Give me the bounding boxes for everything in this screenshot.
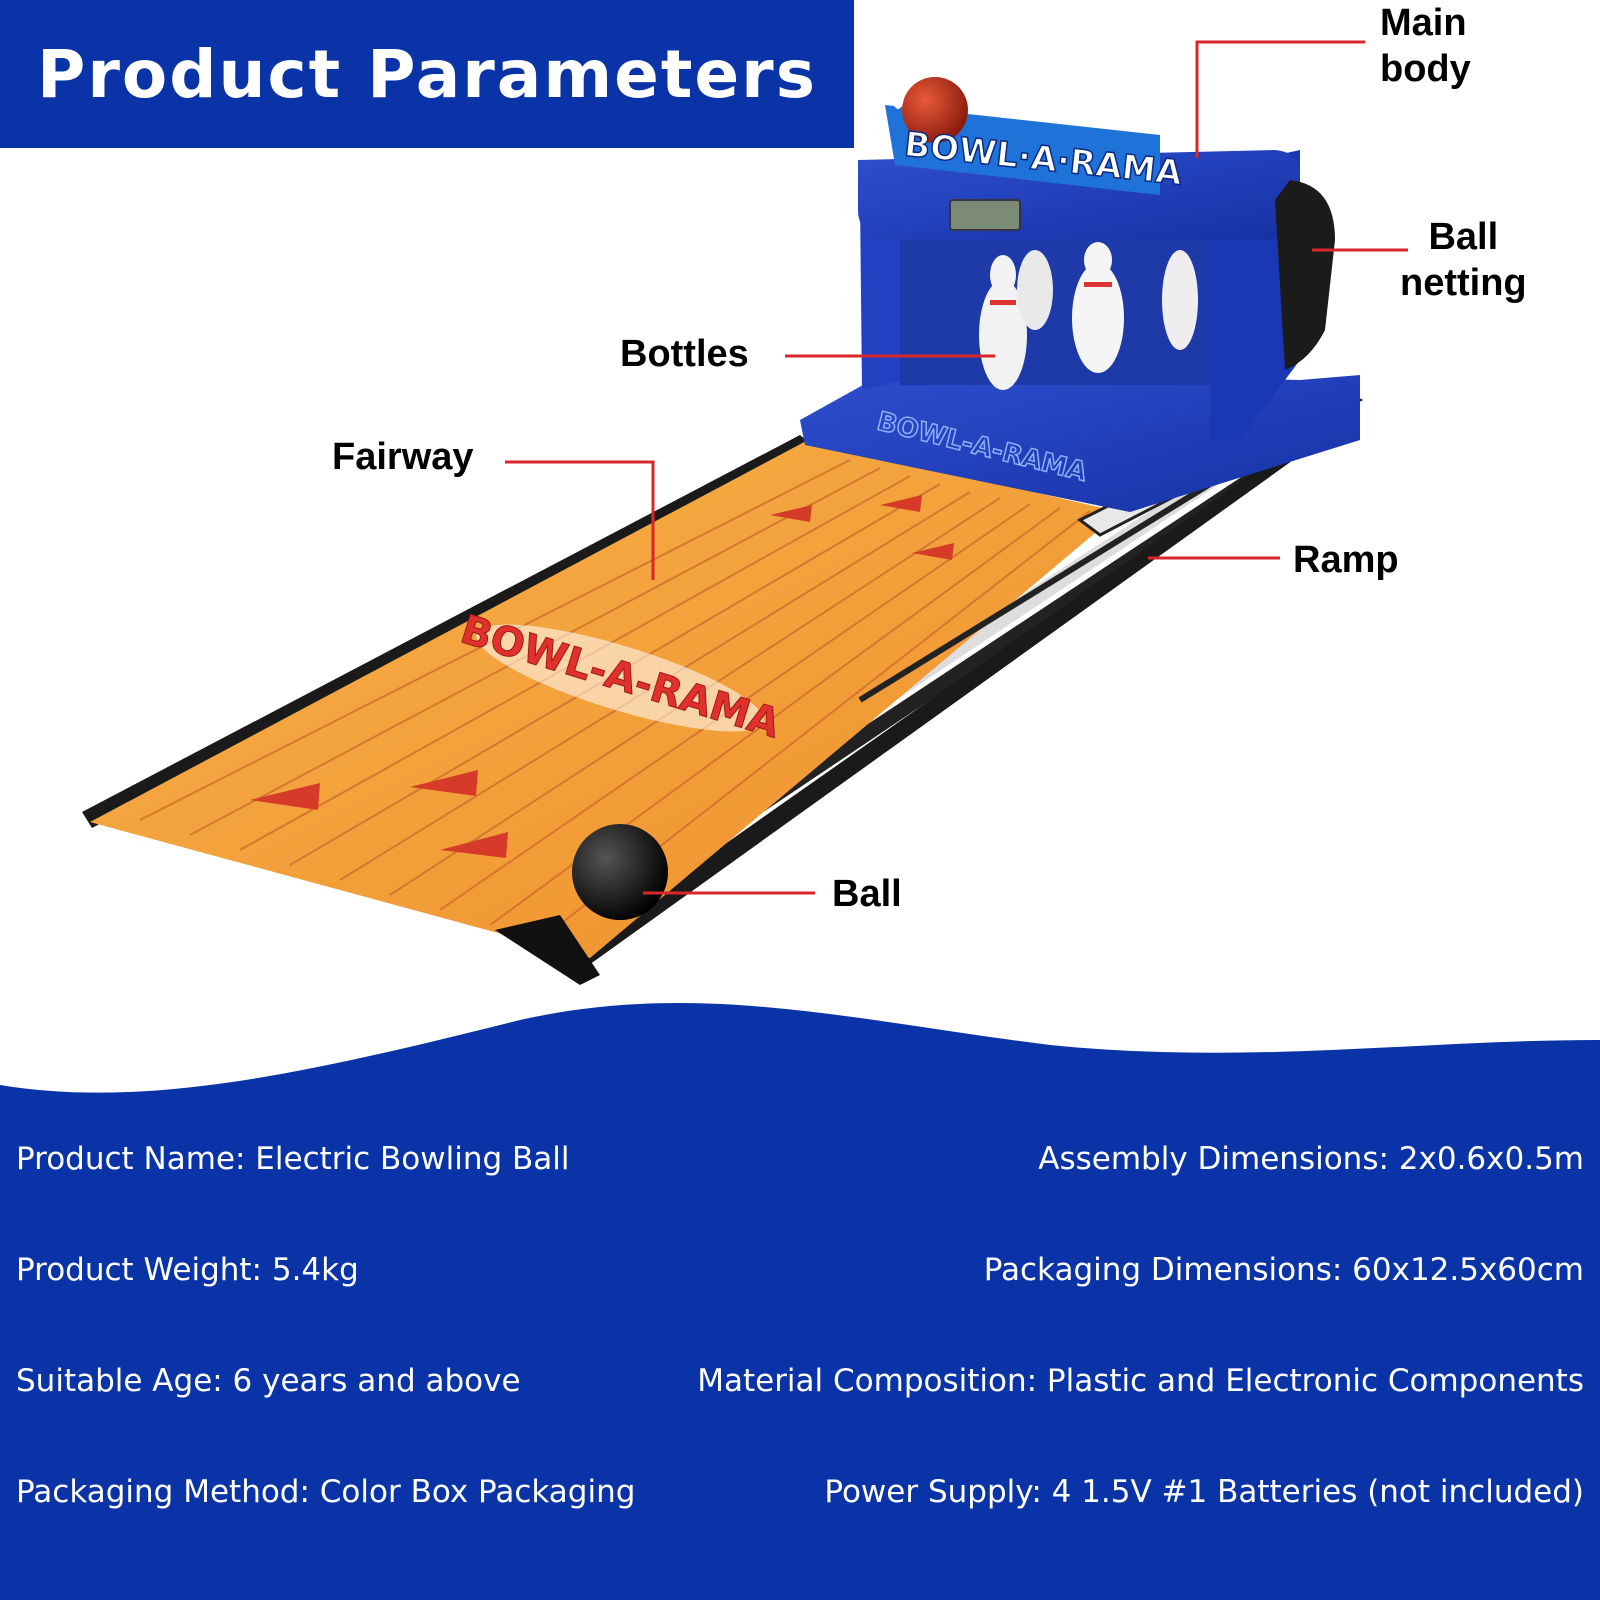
spec-material-composition: Material Composition: Plastic and Electr… [697,1363,1584,1399]
score-display [949,199,1021,231]
sign-ball-icon [902,77,968,143]
lane-front-base [495,915,600,985]
page-title: Product Parameters [36,35,818,113]
spec-packaging-dimensions: Packaging Dimensions: 60x12.5x60cm [983,1252,1584,1288]
spec-row-3: Suitable Age: 6 years and above Material… [16,1356,1584,1406]
fairway-lane: BOWL-A-RAMA [90,440,1120,958]
bowling-pins [979,242,1198,390]
callout-main-body-line1: Main [1380,2,1467,44]
spec-product-name: Product Name: Electric Bowling Ball [16,1141,570,1177]
callout-main-body: Main body [1380,0,1471,92]
callout-ball-netting-line1: Ball [1428,216,1499,258]
callout-bottles: Bottles [620,333,749,375]
spec-list: Product Name: Electric Bowling Ball Asse… [0,1100,1600,1600]
callout-fairway: Fairway [332,436,474,478]
spec-row-4: Packaging Method: Color Box Packaging Po… [16,1467,1584,1517]
spec-suitable-age: Suitable Age: 6 years and above [16,1363,521,1399]
callout-main-body-line2: body [1380,48,1471,90]
callout-ball: Ball [832,873,902,915]
spec-assembly-dimensions: Assembly Dimensions: 2x0.6x0.5m [1038,1141,1584,1177]
callout-lines [505,40,1408,895]
bowling-ball [572,824,668,920]
spec-packaging-method: Packaging Method: Color Box Packaging [16,1474,636,1510]
spec-row-1: Product Name: Electric Bowling Ball Asse… [16,1134,1584,1184]
bowling-set-illustration: BOWL-A-RAMA BOWL-A-RAMA [82,40,1408,985]
ball-netting [1275,180,1335,370]
sign-pins-icon [892,81,996,114]
callout-ramp: Ramp [1293,539,1399,581]
spec-product-weight: Product Weight: 5.4kg [16,1252,359,1288]
callout-ball-netting-line2: netting [1400,262,1527,304]
callout-ball-netting: Ball netting [1400,214,1527,306]
main-body: BOWL-A-RAMA [800,150,1360,512]
spec-power-supply: Power Supply: 4 1.5V #1 Batteries (not i… [824,1474,1584,1510]
spec-row-2: Product Weight: 5.4kg Packaging Dimensio… [16,1245,1584,1295]
page-header: Product Parameters [0,0,854,148]
